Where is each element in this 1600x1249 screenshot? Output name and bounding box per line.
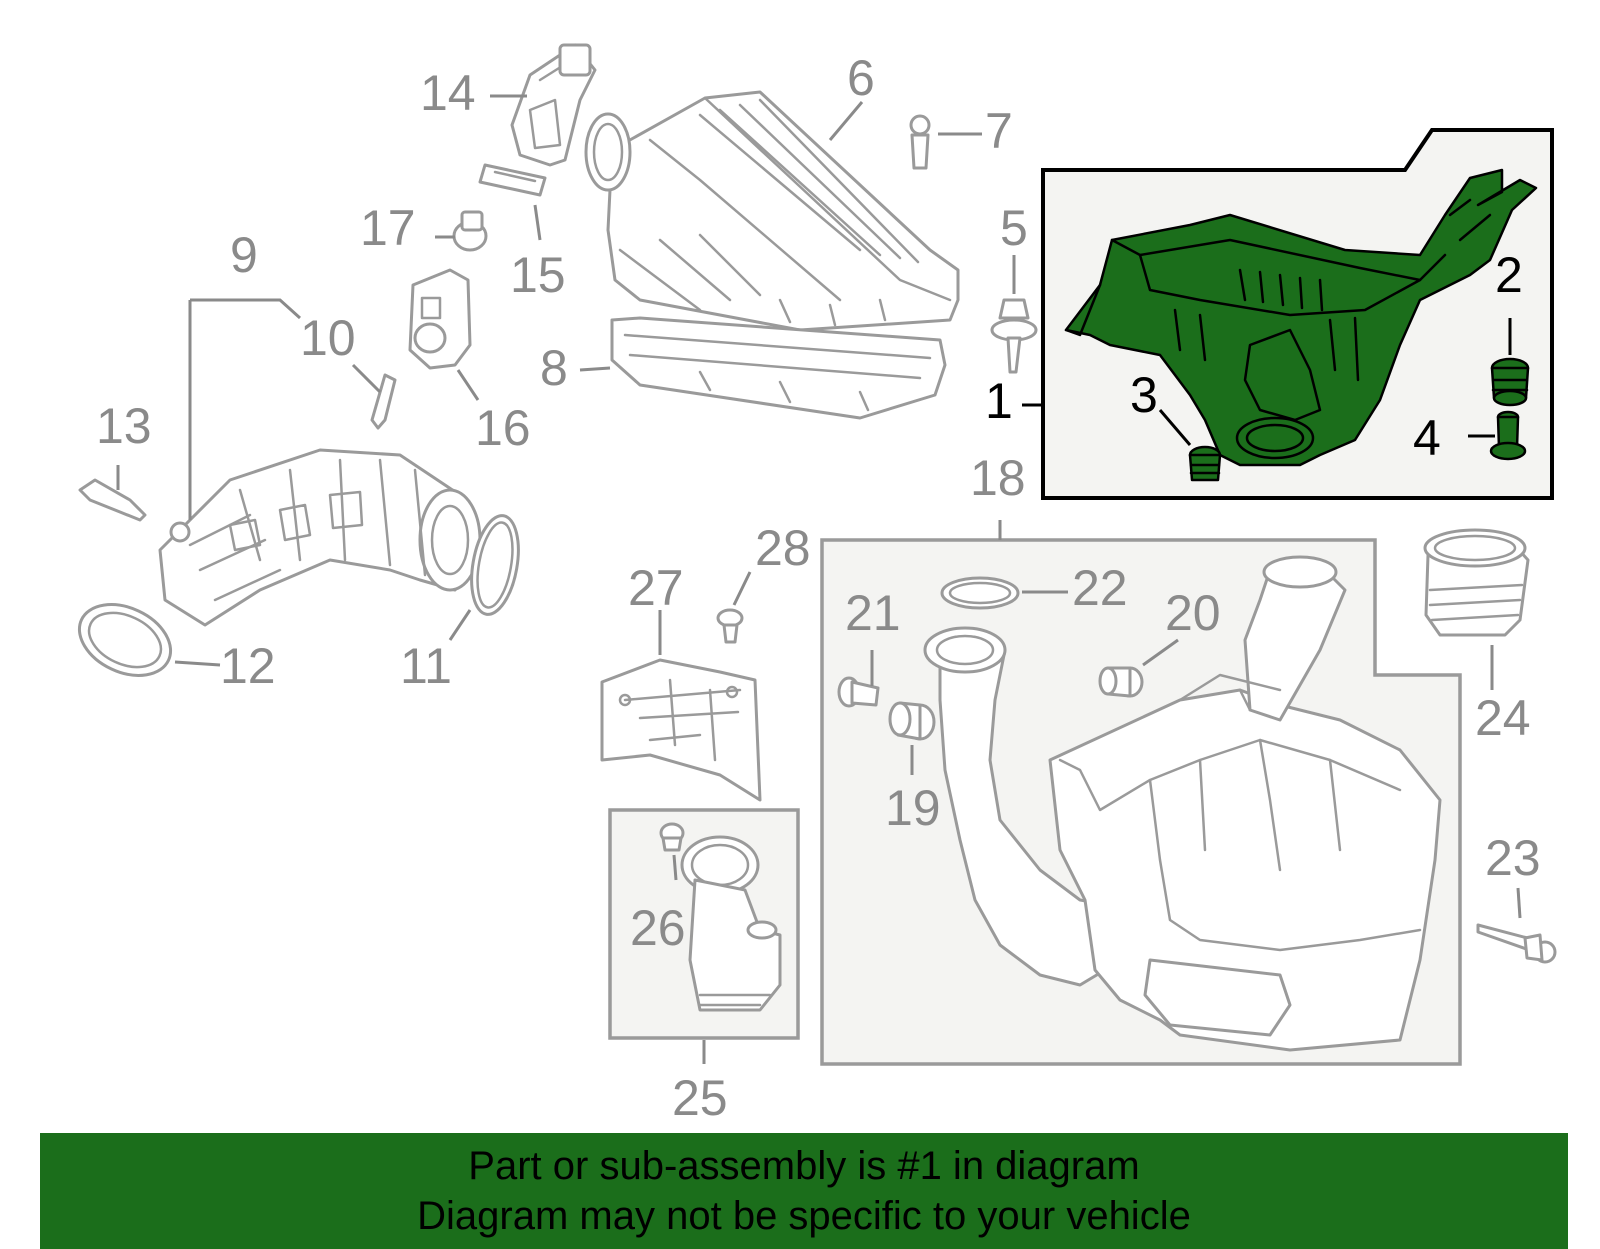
label-3: 3 — [1130, 367, 1158, 423]
parts-diagram: 1 2 3 4 5 6 7 8 9 10 11 12 13 14 15 16 1… — [68, 43, 1557, 1126]
grommet-3[interactable] — [1188, 445, 1222, 482]
label-22: 22 — [1072, 560, 1128, 616]
air-flow-sensor[interactable] — [408, 268, 472, 370]
label-7: 7 — [985, 103, 1013, 159]
sensor-bracket[interactable] — [510, 43, 597, 167]
label-10: 10 — [300, 310, 356, 366]
bushing-19[interactable] — [888, 701, 936, 741]
banner-line-2: Diagram may not be specific to your vehi… — [417, 1194, 1191, 1238]
clip-10[interactable] — [370, 373, 397, 430]
grommet-26[interactable] — [659, 822, 685, 852]
label-18: 18 — [970, 450, 1026, 506]
label-4: 4 — [1413, 410, 1441, 466]
label-9: 9 — [230, 227, 258, 283]
label-14: 14 — [420, 65, 476, 121]
air-filter-element[interactable] — [610, 316, 947, 420]
bolt-5[interactable] — [990, 298, 1038, 374]
label-11: 11 — [400, 638, 452, 694]
intake-hose[interactable] — [158, 448, 482, 627]
label-24: 24 — [1475, 690, 1531, 746]
o-ring-11[interactable] — [465, 512, 526, 618]
label-27: 27 — [628, 560, 684, 616]
label-25: 25 — [672, 1070, 728, 1126]
label-16: 16 — [475, 400, 531, 456]
boot-24[interactable] — [1423, 528, 1530, 637]
label-17: 17 — [360, 200, 416, 256]
label-8: 8 — [540, 340, 568, 396]
washer-22[interactable] — [940, 576, 1020, 610]
hose-clamp-12[interactable] — [68, 591, 182, 690]
label-26: 26 — [630, 900, 686, 956]
resonator-18[interactable] — [923, 555, 1442, 1052]
label-19: 19 — [885, 780, 941, 836]
collar-4[interactable] — [1489, 410, 1527, 461]
bolt-28[interactable] — [716, 608, 744, 644]
label-21: 21 — [845, 585, 901, 641]
grommet-17[interactable] — [452, 210, 488, 252]
label-1: 1 — [985, 373, 1013, 429]
info-banner: Part or sub-assembly is #1 in diagram Di… — [40, 1133, 1568, 1249]
duct-25[interactable] — [680, 835, 782, 1012]
label-2: 2 — [1495, 247, 1523, 303]
label-28: 28 — [755, 520, 811, 576]
label-23: 23 — [1485, 830, 1541, 886]
air-cleaner-lower-housing[interactable] — [1064, 168, 1538, 467]
bolt-21[interactable] — [837, 676, 880, 708]
leader-lines — [116, 94, 1522, 1064]
banner-line-1: Part or sub-assembly is #1 in diagram — [468, 1144, 1140, 1188]
air-cleaner-cover[interactable] — [584, 90, 960, 332]
label-5: 5 — [1000, 200, 1028, 256]
bolt-23[interactable] — [1476, 923, 1557, 964]
bolt-7[interactable] — [909, 114, 931, 170]
label-15: 15 — [510, 247, 566, 303]
label-6: 6 — [847, 50, 875, 106]
grommet-2[interactable] — [1490, 357, 1530, 407]
sensor-13[interactable] — [78, 478, 147, 522]
label-12: 12 — [220, 638, 276, 694]
bushing-20[interactable] — [1098, 666, 1144, 698]
bracket-27[interactable] — [600, 658, 762, 802]
label-20: 20 — [1165, 585, 1221, 641]
label-13: 13 — [96, 398, 152, 454]
